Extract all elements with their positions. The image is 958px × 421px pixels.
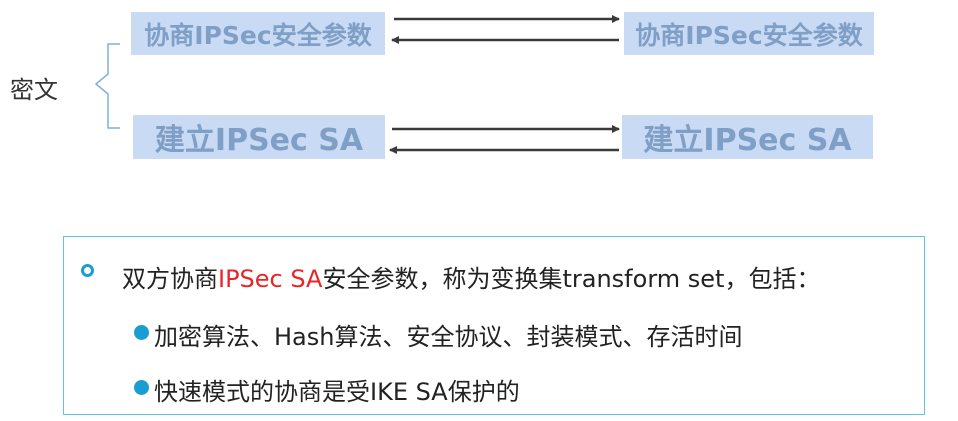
negotiate-params-box-right: 协商IPSec安全参数 — [624, 12, 874, 55]
establish-sa-box-right: 建立IPSec SA — [622, 115, 873, 159]
row1-suffix: 安全参数，称为变换集transform set，包括： — [322, 265, 821, 293]
row1-highlight: IPSec SA — [218, 265, 323, 293]
panel-row-2: 加密算法、Hash算法、安全协议、封装模式、存活时间 — [154, 323, 743, 351]
dot-bullet-icon — [134, 380, 149, 395]
ring-bullet-icon — [81, 264, 94, 277]
ciphertext-label: 密文 — [10, 76, 58, 104]
establish-sa-box-left: 建立IPSec SA — [133, 115, 385, 159]
curly-brace — [94, 43, 120, 129]
description-panel: 双方协商IPSec SA安全参数，称为变换集transform set，包括： … — [63, 236, 925, 415]
panel-row-1: 双方协商IPSec SA安全参数，称为变换集transform set，包括： — [122, 259, 820, 294]
row1-prefix: 双方协商 — [122, 265, 218, 293]
negotiate-params-box-left: 协商IPSec安全参数 — [131, 12, 385, 55]
panel-row-3: 快速模式的协商是受IKE SA保护的 — [154, 378, 520, 406]
dot-bullet-icon — [134, 325, 149, 340]
